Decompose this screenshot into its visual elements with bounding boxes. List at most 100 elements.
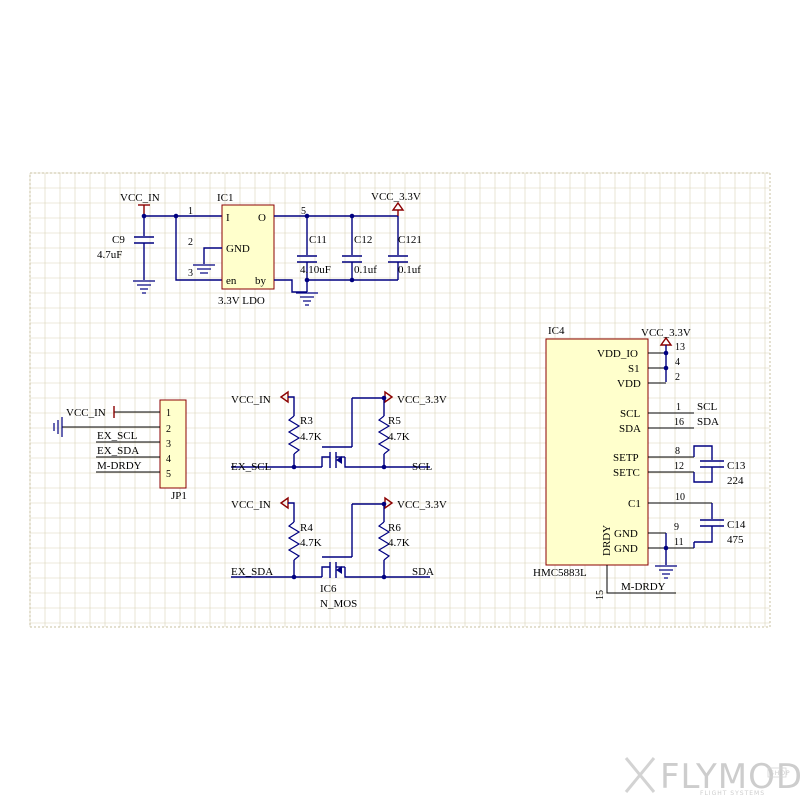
c14-value: 475 [727, 534, 744, 546]
scl-net-right: SCL [412, 461, 432, 473]
wire [288, 502, 295, 522]
flymod-x-icon [624, 757, 656, 793]
vcc-3v3-port-ldo [391, 201, 405, 211]
wire [175, 216, 222, 281]
wire [288, 396, 295, 416]
ic4-pin-num: 16 [674, 417, 684, 428]
ldo-ic1-body [221, 204, 275, 290]
sda-net-left: EX_SDA [231, 566, 273, 578]
r6-value: 4.7K [388, 537, 410, 549]
ic4-body [545, 338, 649, 566]
wire [203, 247, 222, 264]
brand-mark-box [767, 767, 787, 778]
ic4-pin-name: VDD [617, 378, 641, 390]
c14-ref: C14 [727, 519, 746, 531]
ic4-pin-num: 1 [676, 402, 681, 413]
jp1-pin-2: 2 [166, 424, 171, 435]
ic4-pin-name: S1 [628, 363, 640, 375]
ic4-pin-name: SETC [613, 467, 640, 479]
ldo-vout-label: VCC_3.3V [371, 191, 421, 203]
jp1-pin-3: 3 [166, 439, 171, 450]
ground-symbol [133, 280, 155, 294]
jp1-net-ex-scl: EX_SCL [97, 430, 138, 442]
resistor-r3 [287, 415, 301, 455]
sda-vin-label: VCC_IN [231, 499, 271, 511]
ldo-ref: IC1 [217, 192, 234, 204]
resistor-r5 [377, 415, 391, 455]
ic4-pin-num: 11 [674, 537, 684, 548]
ground-symbol [193, 264, 215, 274]
r5-ref: R5 [388, 415, 401, 427]
ic4-pin-name: GND [614, 528, 638, 540]
sda-net-right: SDA [412, 566, 434, 578]
wire [693, 445, 713, 460]
ground-symbol [53, 417, 63, 437]
ic4-pin-num: 8 [675, 446, 680, 457]
level-shifter-sda: VCC_IN R4 4.7K EX_SDA IC6 N_MOS VCC_3.3V… [231, 496, 447, 610]
ground-symbol [296, 292, 318, 306]
ldo-vin-label: VCC_IN [120, 192, 160, 204]
ground-symbol [655, 565, 677, 579]
scl-vout-label: VCC_3.3V [397, 394, 447, 406]
c121-ref: C121 [398, 234, 422, 246]
c13-ref: C13 [727, 460, 746, 472]
ic4-pin-name: GND [614, 543, 638, 555]
ic4-pin-name: C1 [628, 498, 641, 510]
mos-ref: IC6 [320, 583, 337, 595]
c9-value: 4.7uF [97, 249, 122, 261]
c121-value: 0.1uf [398, 264, 421, 276]
ic4-pin-name: SETP [613, 452, 639, 464]
ldo-pin-num-1: 1 [188, 206, 193, 217]
r4-value: 4.7K [300, 537, 322, 549]
mosfet-scl [321, 398, 430, 468]
ic4-drdy-num: 15 [595, 590, 606, 600]
c12-ref: C12 [354, 234, 372, 246]
ic4-pin-num: 9 [674, 522, 679, 533]
wire [274, 279, 307, 293]
mosfet-sda [321, 504, 430, 578]
ic4-hmc5883l: IC4 HMC5883L VCC_3.3V VDD_IO S1 VDD SCL … [533, 325, 746, 600]
wire [694, 526, 713, 543]
level-shifter-scl: VCC_IN R3 4.7K EX_SCL VCC_3.3V R5 4.7K [231, 390, 447, 473]
r3-value: 4.7K [300, 431, 322, 443]
ic4-power-label: VCC_3.3V [641, 327, 691, 339]
ldo-pin-num-3: 3 [188, 268, 193, 279]
r3-ref: R3 [300, 415, 313, 427]
ic4-pin-num: 13 [675, 342, 685, 353]
brand-mark: SHOP [770, 770, 791, 777]
ic4-pin-name: VDD_IO [597, 348, 638, 360]
ic4-pin-name: SCL [620, 408, 640, 420]
scl-vin-label: VCC_IN [231, 394, 271, 406]
vcc-in-port [279, 390, 289, 404]
watermark-logo: FLYMOD FLIGHT SYSTEMS SHOP [624, 757, 800, 797]
resistor-r6 [377, 521, 391, 561]
ic4-pin-num: 4 [675, 357, 680, 368]
ldo-pin-num-2: 2 [188, 237, 193, 248]
ic4-pin-num: 12 [674, 461, 684, 472]
mos-value: N_MOS [320, 598, 357, 610]
ic4-drdy-name: DRDY [601, 525, 613, 556]
jp1-pin-5: 5 [166, 469, 171, 480]
ic4-net-m-drdy: M-DRDY [621, 581, 666, 593]
ldo-value: 3.3V LDO [218, 295, 265, 307]
r4-ref: R4 [300, 522, 313, 534]
ic4-pin-num: 2 [675, 372, 680, 383]
ic4-value: HMC5883L [533, 567, 587, 579]
connector-jp1: JP1 1 2 3 4 5 VCC_IN EX_SCL EX_SDA M-DRD… [53, 399, 187, 502]
ic4-net-sda: SDA [697, 416, 719, 428]
sheet-border [29, 172, 771, 628]
resistor-r4 [287, 521, 301, 561]
ic4-pin-num: 10 [675, 492, 685, 503]
ldo-pin-i: I [226, 212, 230, 224]
jp1-pin-1: 1 [166, 408, 171, 419]
brand-tagline: FLIGHT SYSTEMS [700, 790, 765, 797]
jp1-net-m-drdy: M-DRDY [97, 460, 142, 472]
vcc-3v3-port-ic4 [659, 336, 673, 346]
wire [606, 565, 676, 594]
wire [693, 467, 713, 483]
ldo-section: VCC_IN C9 4.7uF IC1 3.3V LDO I O GND en … [97, 191, 422, 307]
c11-ref: C11 [309, 234, 327, 246]
scl-net-left: EX_SCL [231, 461, 272, 473]
ldo-pin-en: en [226, 275, 237, 287]
